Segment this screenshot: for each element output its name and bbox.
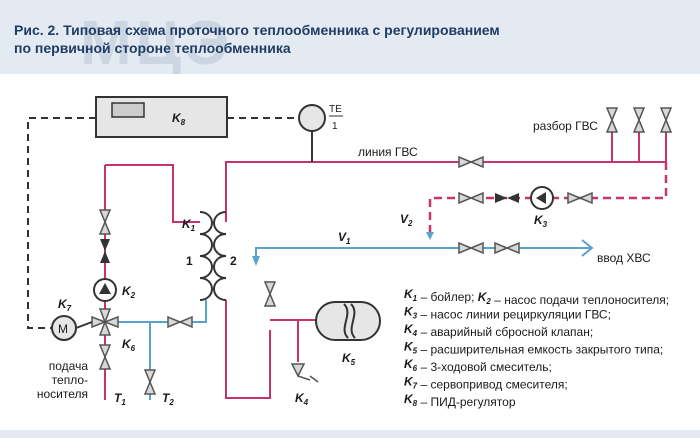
temperature-sensor: TE 1 [298, 104, 343, 162]
valve-recirc-2 [567, 191, 593, 205]
coil-primary [199, 211, 214, 301]
podacha-label: подача тепло- носителя [37, 359, 88, 401]
hot-line-return-drop [225, 300, 271, 399]
valve-cold-2 [494, 241, 520, 255]
valve-secondary [167, 315, 193, 329]
valve-recirc-1 [458, 191, 484, 205]
k4-label: K4 [295, 391, 309, 407]
v1-label: V1 [338, 230, 351, 246]
k8-label: K8 [172, 111, 186, 127]
legend-line: K1 – бойлер; K2 – насос подачи теплоноси… [404, 287, 669, 307]
legend: K1 – бойлер; K2 – насос подачи теплоноси… [404, 287, 669, 409]
heat-exchanger-coils [199, 211, 227, 301]
valve-tap-3 [659, 107, 673, 133]
k6-label: K6 [122, 337, 136, 353]
cold-line-inlet-arrow [581, 239, 594, 257]
check-valves [100, 193, 519, 263]
primary-side-number: 1 [186, 254, 193, 268]
check-valve-supply [100, 239, 110, 263]
razbor-gvs-label: разбор ГВС [533, 119, 598, 133]
valve-t2 [143, 369, 157, 395]
t1-label: T1 [114, 391, 126, 407]
cold-line-secondary [105, 300, 207, 323]
control-lines [27, 117, 297, 329]
line-gvs-label: линия ГВС [358, 145, 418, 159]
k7-label: K7 [58, 297, 72, 313]
pid-controller: K8 [95, 96, 228, 138]
svg-text:подача: подача [49, 359, 89, 373]
figure-title-line-1: Рис. 2. Типовая схема проточного теплооб… [14, 22, 500, 38]
control-line-k8-k7 [27, 117, 96, 329]
v1-flow-arrow [252, 256, 260, 266]
pump-k2 [93, 278, 117, 302]
valve-gvs-line [458, 155, 484, 169]
svg-text:тепло-: тепло- [52, 373, 88, 387]
legend-line: K8 – ПИД-регулятор [404, 392, 516, 409]
valve-t1 [98, 344, 112, 370]
v2-flow-arrow [426, 232, 434, 240]
k2-label: K2 [122, 284, 136, 300]
footer-band [0, 430, 700, 438]
three-way-mixer [91, 308, 119, 336]
hot-line-top-to-coil [105, 164, 200, 223]
expansion-tank [315, 301, 381, 341]
valve-tap-1 [605, 107, 619, 133]
k1-label: K1 [182, 217, 196, 233]
valve-tap-2 [632, 107, 646, 133]
check-valve-recirc [495, 193, 519, 203]
motor-label: M [58, 322, 68, 336]
te-label-top: TE [329, 104, 342, 115]
hot-line-gvs-main [225, 161, 666, 222]
valve-return-drop [263, 281, 277, 307]
recirculation-line [428, 162, 668, 232]
legend-line: K3 – насос линии рециркуляции ГВС; [404, 305, 611, 322]
legend-line: K5 – расширительная емкость закрытого ти… [404, 340, 663, 357]
legend-line: K6 – 3-ходовой смеситель; [404, 357, 552, 374]
pump-k3 [530, 186, 554, 210]
te-label-bottom: 1 [332, 121, 338, 132]
k5-label: K5 [342, 351, 356, 367]
valves [98, 107, 673, 395]
legend-line: K7 – сервопривод смесителя; [404, 375, 568, 392]
valve-cold-1 [458, 241, 484, 255]
k3-label: K3 [534, 213, 548, 229]
vvod-hvs-label: ввод ХВС [597, 251, 651, 265]
t2-label: T2 [162, 391, 174, 407]
valve-supply-riser [98, 209, 112, 235]
cold-line-cold-supply [255, 247, 590, 258]
header-band: МЦЭ Рис. 2. Типовая схема проточного теп… [0, 0, 700, 74]
relief-valve [290, 363, 319, 383]
servo-drive: M [51, 315, 93, 341]
v2-label: V2 [400, 212, 413, 228]
watermark-logo: МЦЭ [80, 9, 234, 74]
legend-line: K4 – аварийный сбросной клапан; [404, 322, 593, 339]
coil-secondary [212, 211, 227, 301]
secondary-side-number: 2 [230, 254, 237, 268]
svg-text:носителя: носителя [37, 387, 88, 401]
figure-title-line-2: по первичной стороне теплообменника [14, 40, 291, 56]
